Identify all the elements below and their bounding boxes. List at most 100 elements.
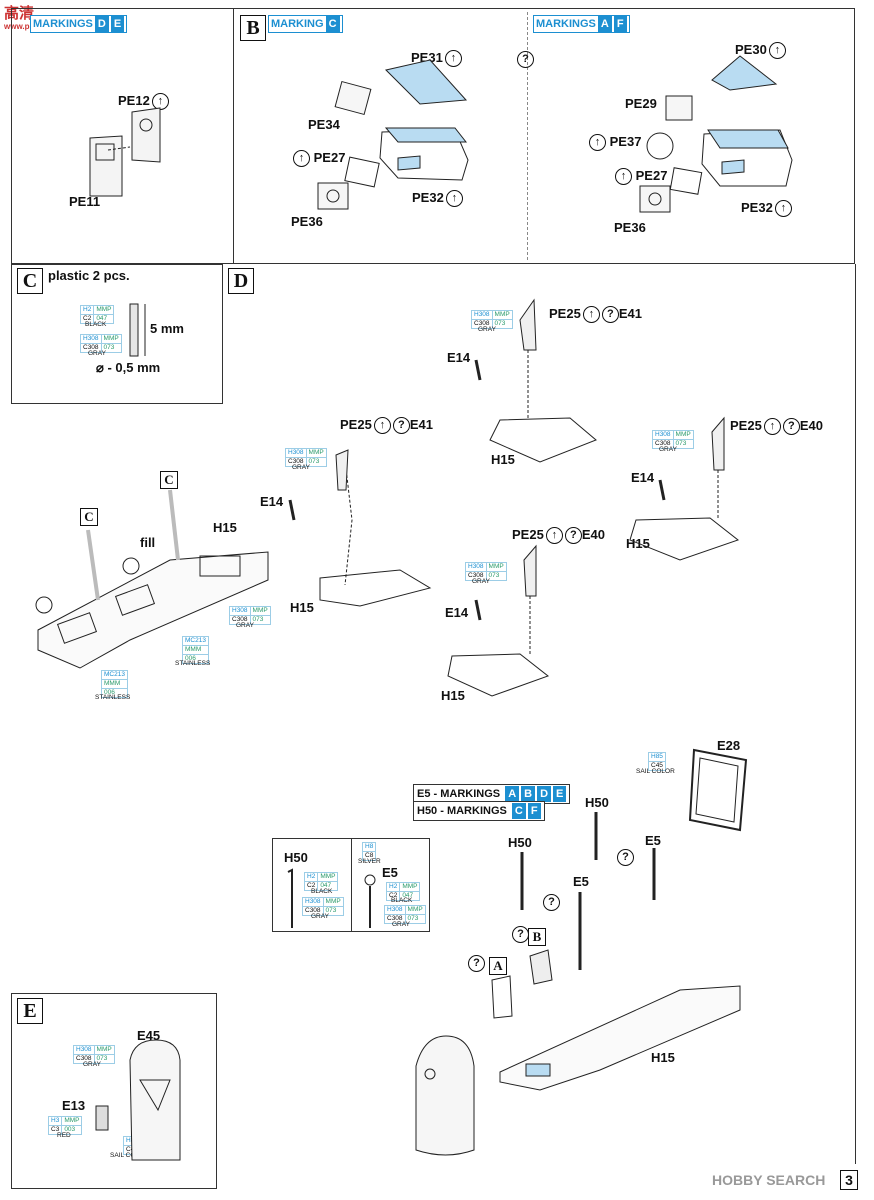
paint-stainless-b-name: STAINLESS <box>95 694 131 701</box>
step-c-panel <box>11 264 223 404</box>
detail-black-name: BLACK <box>311 888 333 895</box>
label-e28: E28 <box>717 738 741 753</box>
question-icon-4: ? <box>510 926 529 944</box>
label-e45: E45 <box>137 1028 161 1043</box>
label-pe12: PE12↑ <box>118 93 169 111</box>
label-pe37: ↑ PE37 <box>587 134 641 152</box>
ref-e: E <box>437 1041 455 1059</box>
paint-name-black: BLACK <box>85 321 107 328</box>
right-border <box>855 264 856 1164</box>
step-e-panel <box>11 993 217 1189</box>
footer-brand: HOBBY SEARCH <box>712 1172 826 1188</box>
label-h15-d: H15 <box>626 536 650 551</box>
question-icon-2: ? <box>615 849 634 867</box>
label-pe34: PE34 <box>308 117 340 132</box>
label-e5-lower-a: E5 <box>645 833 661 848</box>
paint-name-gray: GRAY <box>88 350 106 357</box>
label-pe30: PE30↑ <box>735 42 786 60</box>
paint-gray-d1-name: GRAY <box>236 622 254 629</box>
label-pe25-c: PE25↑?E40 <box>730 418 823 436</box>
ref-a: A <box>489 957 507 975</box>
top-panel-frame <box>11 8 855 264</box>
label-e14-d: E14 <box>445 605 469 620</box>
ref-c-1: C <box>160 471 178 489</box>
dashed-divider <box>527 12 528 260</box>
label-pe25-a: PE25↑?E41 <box>340 417 433 435</box>
label-pe32-right: PE32↑ <box>741 200 792 218</box>
step-c-title: plastic 2 pcs. <box>48 268 130 283</box>
detail-h50: H50 <box>284 850 308 865</box>
label-pe36-right: PE36 <box>614 220 646 235</box>
detail-divider <box>351 838 352 932</box>
label-h50-lower-b: H50 <box>508 835 532 850</box>
step-d-letter: D <box>228 268 254 294</box>
question-icon-3: ? <box>541 894 560 912</box>
label-pe25-d: PE25↑?E40 <box>512 527 605 545</box>
label-fill: fill <box>140 535 156 550</box>
label-h15-a: H15 <box>213 520 237 535</box>
label-e14-a: E14 <box>260 494 284 509</box>
paint-sail-e28-name: SAIL COLOR <box>636 768 675 775</box>
step-e-letter: E <box>17 998 43 1024</box>
label-e14-b: E14 <box>447 350 471 365</box>
question-icon-5: ? <box>466 955 485 973</box>
detail-gray-2-name: GRAY <box>392 921 410 928</box>
paint-gray-d2-name: GRAY <box>292 464 310 471</box>
label-h15-c: H15 <box>491 452 515 467</box>
detail-gray-name: GRAY <box>311 913 329 920</box>
label-pe32: PE32↑ <box>412 190 463 208</box>
paint-gray-d5-name: GRAY <box>472 578 490 585</box>
label-pe27: ↑ PE27 <box>291 150 345 168</box>
paint-stainless-a-name: STAINLESS <box>175 660 211 667</box>
paint-gray-d3-name: GRAY <box>478 326 496 333</box>
label-h15-e: H15 <box>441 688 465 703</box>
label-e5-lower-b: E5 <box>573 874 589 889</box>
step-c-letter: C <box>17 268 43 294</box>
label-pe27-right: ↑ PE27 <box>613 168 667 186</box>
label-h15-lower: H15 <box>651 1050 675 1065</box>
detail-black-2-name: BLACK <box>391 897 413 904</box>
ref-b: B <box>528 928 546 946</box>
label-h50-lower-a: H50 <box>585 795 609 810</box>
paint-red-e-name: RED <box>57 1132 71 1139</box>
label-pe31: PE31↑ <box>411 50 462 68</box>
label-e14-c: E14 <box>631 470 655 485</box>
ref-c-2: C <box>80 508 98 526</box>
label-h15-b: H15 <box>290 600 314 615</box>
paint-gray-e-name: GRAY <box>83 1061 101 1068</box>
paint-gray-d4-name: GRAY <box>659 446 677 453</box>
label-pe29: PE29 <box>625 96 657 111</box>
question-icon: ? <box>515 51 534 69</box>
length-label: 5 mm <box>150 321 184 336</box>
diameter-label: ⌀ - 0,5 mm <box>96 360 161 375</box>
label-e13: E13 <box>62 1098 86 1113</box>
divider <box>233 8 234 264</box>
page-number: 3 <box>840 1170 858 1190</box>
detail-silver-name: SILVER <box>358 858 381 865</box>
label-pe25-b: PE25↑?E41 <box>549 306 642 324</box>
label-pe36: PE36 <box>291 214 323 229</box>
label-pe11: PE11 <box>69 194 101 209</box>
step-b-letter: B <box>240 15 266 41</box>
detail-e5: E5 <box>382 865 398 880</box>
